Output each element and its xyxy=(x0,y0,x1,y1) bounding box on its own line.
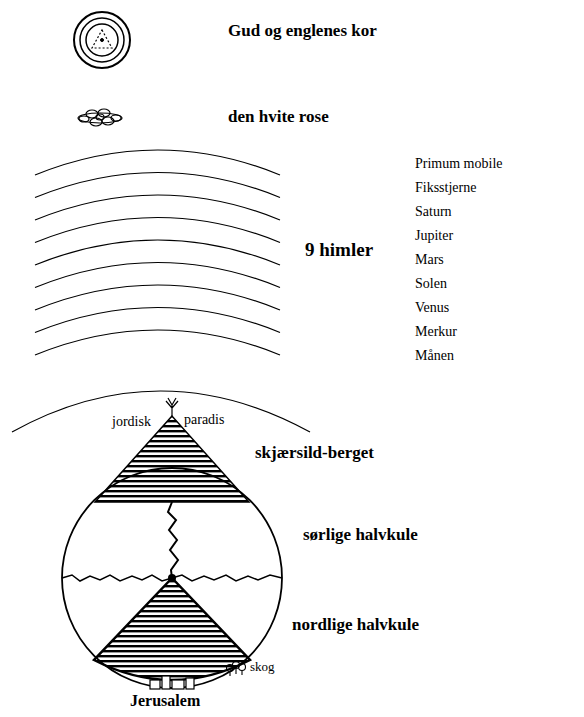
paradise-tree xyxy=(166,398,178,416)
inferno-funnel xyxy=(94,574,250,680)
place-label: skog xyxy=(250,660,275,674)
place-label: skjærsild-berget xyxy=(255,444,374,463)
sphere-name: Jupiter xyxy=(415,228,453,243)
heaven-label: den hvite rose xyxy=(228,108,329,127)
group-label: 9 himler xyxy=(305,240,373,261)
earth-sphere xyxy=(62,468,282,688)
place-label: paradis xyxy=(184,412,224,427)
rose-symbol xyxy=(78,109,122,126)
sphere-name: Fiksstjerne xyxy=(415,180,476,195)
sphere-name: Solen xyxy=(415,276,447,291)
sphere-name: Mars xyxy=(415,252,444,267)
sphere-name: Saturn xyxy=(415,204,452,219)
heaven-arcs xyxy=(12,150,310,432)
forest-symbol xyxy=(227,662,246,677)
heaven-label: Gud og englenes kor xyxy=(228,22,377,41)
place-label: jordisk xyxy=(112,414,151,429)
jerusalem-buildings xyxy=(150,676,194,689)
sphere-name: Primum mobile xyxy=(415,156,503,171)
sphere-name: Månen xyxy=(415,348,454,363)
sphere-name: Merkur xyxy=(415,324,457,339)
sphere-name: Venus xyxy=(415,300,449,315)
place-label: Jerusalem xyxy=(130,692,200,710)
place-label: sørlige halvkule xyxy=(303,526,418,545)
god-symbol xyxy=(74,12,130,68)
place-label: nordlige halvkule xyxy=(292,616,419,635)
